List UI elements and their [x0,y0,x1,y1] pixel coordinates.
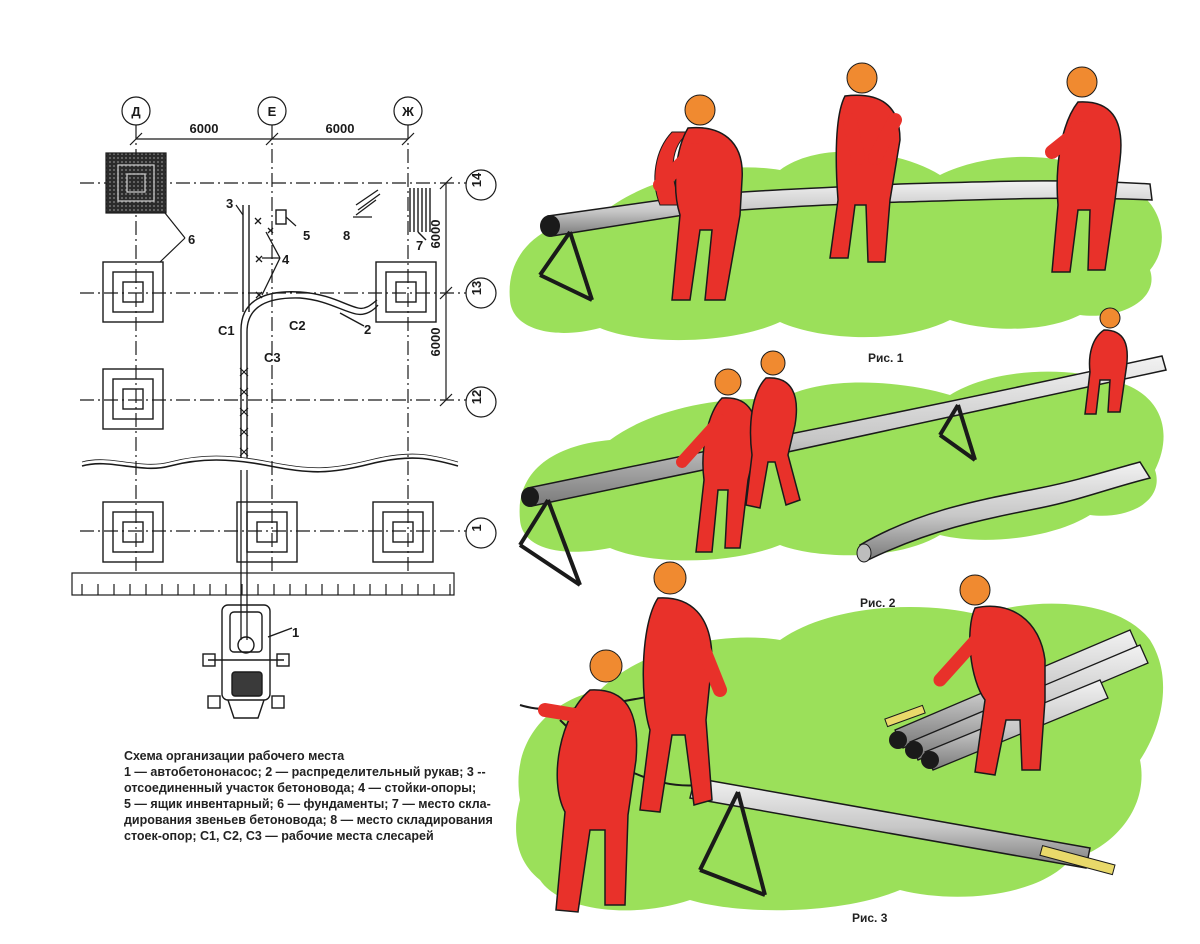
figure-label-1: Рис. 1 [868,351,904,365]
axis-label-e: Е [268,104,277,119]
foundation [102,368,164,430]
dimension-line-top [129,132,415,146]
distribution-hose [240,291,379,458]
callout-2: 2 [364,322,371,337]
worker [1045,66,1122,273]
foundation-hatched [105,152,167,214]
axis-label-zh: Ж [401,104,414,119]
worker [639,561,727,813]
illustration-fig-1 [509,62,1162,341]
dimension-line-right [439,176,453,407]
caption-line: отсоединенный участок бетоновода; 4 — ст… [124,781,477,795]
axis-label-13: 13 [469,281,484,295]
stand-storage [353,189,381,218]
worker [745,350,801,509]
plan-caption: Схема организации рабочего места 1 — авт… [124,748,500,844]
leader-6 [159,212,186,263]
support-stand [538,230,594,302]
pipeline-joints [239,367,249,457]
callout-4: 4 [282,252,290,267]
axis-label-12: 12 [469,390,484,404]
foundation [372,501,434,563]
foundation [375,261,437,323]
caption-line: 1 — автобетононасос; 2 — распределительн… [124,765,486,779]
dimension-right-1: 6000 [428,220,443,249]
dimension-top-2: 6000 [326,121,355,136]
worker [1084,307,1128,415]
worker [538,649,638,913]
plan-labels: Д Е Ж 14 13 12 1 6000 6000 6000 6000 1 2… [131,104,484,640]
worker [829,62,902,263]
caption-line: 5 — ящик инвентарный; 6 — фундаменты; 7 … [124,797,491,811]
callout-8: 8 [343,228,350,243]
caption-title: Схема организации рабочего места [124,749,345,763]
figure-label-3: Рис. 3 [852,911,888,925]
dimension-right-2: 6000 [428,328,443,357]
detached-pipe-section [235,204,250,312]
concrete-pump-truck [202,604,293,719]
callout-c2: С2 [289,318,306,333]
axis-label-1: 1 [469,524,484,531]
callout-c3: С3 [264,350,281,365]
foundation [102,261,164,323]
callout-5: 5 [303,228,310,243]
callout-1: 1 [292,625,299,640]
axis-label-d: Д [131,104,141,119]
caption-line: стоек-опор; С1, С2, С3 — рабочие места с… [124,829,434,843]
wall-ruler [71,572,455,596]
illustration-fig-3 [516,561,1164,913]
pipe [540,180,1153,237]
worker [933,574,1046,776]
support-stand [698,791,767,897]
site-plan [71,96,497,719]
caption-line: дирования звеньев бетоновода; 8 — место … [124,813,493,827]
dimension-top-1: 6000 [190,121,219,136]
pipe [521,355,1167,507]
callout-6: 6 [188,232,195,247]
axis-markers-numbers [465,169,497,549]
axis-label-14: 14 [469,172,484,187]
worker [653,94,743,301]
worker [676,368,757,553]
pipe-links-storage [409,188,431,241]
break-line [81,457,459,473]
grid-axes-vertical [135,125,409,572]
foundations [102,261,437,563]
foundation [102,501,164,563]
foundation [236,501,298,563]
loose-pipe [856,461,1152,563]
callout-7: 7 [416,238,423,253]
callout-c1: С1 [218,323,235,338]
inventory-box [275,209,297,227]
callout-3: 3 [226,196,233,211]
support-stand [518,403,977,587]
main-pipeline [240,470,248,640]
support-stands [254,217,281,299]
illustration-fig-2 [518,307,1167,587]
grass-patch [519,371,1164,561]
figure-label-2: Рис. 2 [860,596,896,610]
